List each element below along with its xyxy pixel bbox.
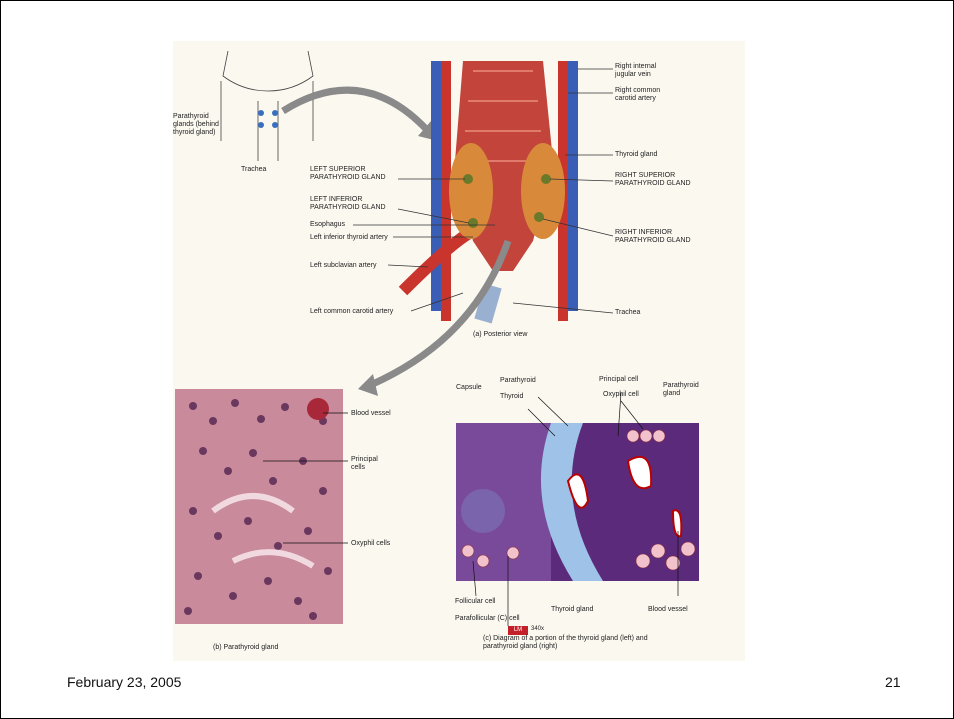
label-right-inferior-parathyroid: RIGHT INFERIOR PARATHYROID GLAND bbox=[615, 229, 691, 245]
label-left-common-carotid-artery: Left common carotid artery bbox=[310, 308, 393, 316]
label-principal-cell: Principal cell bbox=[599, 376, 638, 384]
label-capsule-parathyroid: Parathyroid bbox=[500, 377, 536, 385]
inset-to-view-arrow bbox=[283, 90, 428, 131]
footer-date: February 23, 2005 bbox=[67, 674, 181, 690]
anatomy-figure: Parathyroid glands (behind thyroid gland… bbox=[173, 41, 745, 661]
neck-inset-drawing bbox=[221, 51, 313, 161]
lm-badge: LM bbox=[508, 626, 528, 635]
label-follicular-cell: Follicular cell bbox=[455, 598, 495, 606]
label-principal-cells: Principal cells bbox=[351, 456, 378, 472]
label-thyroid-gland-diagram: Thyroid gland bbox=[551, 606, 593, 614]
label-right-internal-jugular-vein: Right internal jugular vein bbox=[615, 63, 656, 79]
label-parathyroid-gland: Parathyroid gland bbox=[663, 382, 699, 398]
label-capsule: Capsule bbox=[456, 384, 482, 392]
parathyroid-micrograph bbox=[175, 389, 348, 624]
label-trachea: Trachea bbox=[615, 309, 640, 317]
figure-artwork bbox=[173, 41, 745, 661]
caption-diagram: (c) Diagram of a portion of the thyroid … bbox=[483, 635, 648, 651]
label-blood-vessel-micrograph: Blood vessel bbox=[351, 410, 391, 418]
label-parafollicular-cell: Parafollicular (C) cell bbox=[455, 615, 520, 623]
arrow-head-2 bbox=[358, 374, 378, 396]
inset-parathyroid-dots bbox=[258, 110, 278, 128]
label-capsule-thyroid: Thyroid bbox=[500, 393, 523, 401]
label-oxyphil-cells: Oxyphil cells bbox=[351, 540, 390, 548]
label-blood-vessel-diagram: Blood vessel bbox=[648, 606, 688, 614]
magnification: 340x bbox=[531, 626, 544, 632]
caption-posterior-view: (a) Posterior view bbox=[473, 331, 527, 339]
thyroid-parathyroid-diagram bbox=[456, 393, 699, 626]
label-left-subclavian-artery: Left subclavian artery bbox=[310, 262, 377, 270]
label-left-inferior-thyroid-artery: Left inferior thyroid artery bbox=[310, 234, 388, 242]
label-right-superior-parathyroid: RIGHT SUPERIOR PARATHYROID GLAND bbox=[615, 172, 691, 188]
label-right-common-carotid-artery: Right common carotid artery bbox=[615, 87, 660, 103]
label-esophagus: Esophagus bbox=[310, 221, 345, 229]
label-thyroid-gland: Thyroid gland bbox=[615, 151, 657, 159]
label-oxyphil-cell: Oxyphil cell bbox=[603, 391, 639, 399]
label-left-superior-parathyroid: LEFT SUPERIOR PARATHYROID GLAND bbox=[310, 166, 386, 182]
label-left-inferior-parathyroid: LEFT INFERIOR PARATHYROID GLAND bbox=[310, 196, 386, 212]
label-parathyroid-behind: Parathyroid glands (behind thyroid gland… bbox=[173, 113, 219, 137]
caption-parathyroid-gland: (b) Parathyroid gland bbox=[213, 644, 278, 652]
label-trachea-inset: Trachea bbox=[241, 166, 266, 174]
footer-page-number: 21 bbox=[885, 674, 901, 690]
